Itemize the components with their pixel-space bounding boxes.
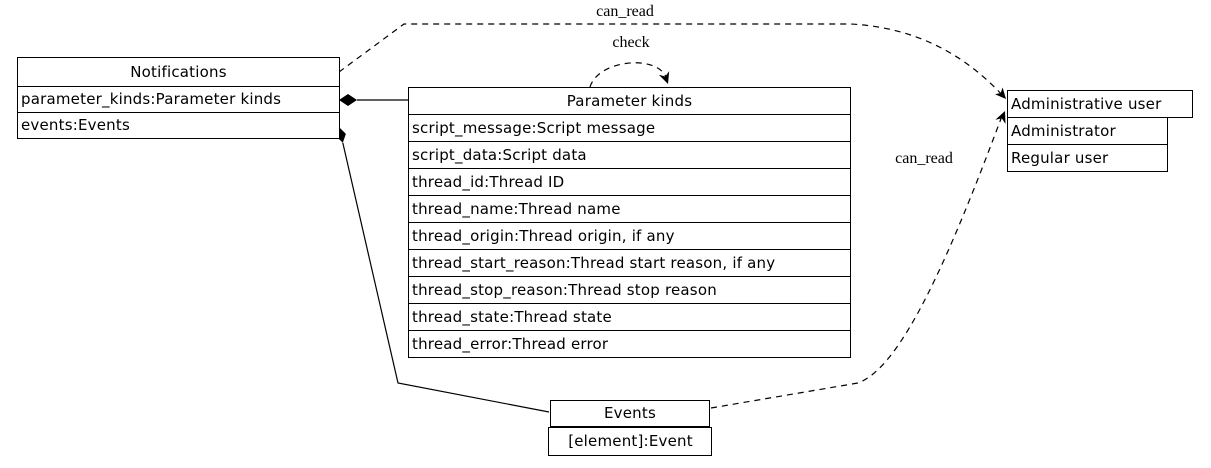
edge-label-check: check (612, 34, 650, 51)
node-notifications: Notifications parameter_kinds:Parameter … (17, 57, 340, 139)
edge-label-can-read-top: can_read (596, 3, 654, 20)
edge-label-can-read-right: can_read (895, 150, 953, 167)
node-notifications-row-parameter-kinds: parameter_kinds:Parameter kinds (18, 86, 339, 112)
edge-composition-parameter-kinds (339, 94, 409, 106)
node-administrative-user-title: Administrative user (1011, 95, 1162, 113)
arrowhead-icon (995, 87, 1006, 99)
node-parameter-kinds-row: thread_stop_reason:Thread stop reason (409, 276, 850, 303)
node-parameter-kinds-row: thread_origin:Thread origin, if any (409, 222, 850, 249)
node-notifications-row-events: events:Events (18, 112, 339, 138)
edge-check-self-loop (589, 62, 670, 88)
node-parameter-kinds-row: script_message:Script message (409, 114, 850, 141)
node-events-row-element: [element]:Event (568, 432, 693, 450)
node-notifications-title: Notifications (130, 63, 227, 81)
node-parameter-kinds-row: thread_error:Thread error (409, 330, 850, 357)
edge-line-dashed (589, 62, 667, 88)
node-parameter-kinds-title: Parameter kinds (566, 92, 693, 110)
node-administrative-user-row-administrator: Administrator (1011, 122, 1116, 140)
node-events-title: Events (604, 404, 656, 422)
composition-diamond-icon (339, 94, 357, 106)
node-administrative-user-title-box: Administrative user (1007, 90, 1193, 118)
arrowhead-icon (658, 71, 670, 84)
node-parameter-kinds-row: thread_id:Thread ID (409, 168, 850, 195)
node-administrative-user-row-regular-user: Regular user (1008, 144, 1167, 171)
node-parameter-kinds-row: script_data:Script data (409, 141, 850, 168)
node-parameter-kinds: Parameter kinds script_message:Script me… (408, 87, 851, 358)
node-parameter-kinds-row: thread_state:Thread state (409, 303, 850, 330)
node-events-body-box: [element]:Event (548, 427, 712, 456)
node-events-title-box: Events (550, 400, 710, 427)
node-parameter-kinds-row: thread_name:Thread name (409, 195, 850, 222)
node-administrative-user-body-box: Administrator Regular user (1007, 117, 1168, 172)
arrowhead-icon (995, 111, 1006, 124)
node-parameter-kinds-row: thread_start_reason:Thread start reason,… (409, 249, 850, 276)
